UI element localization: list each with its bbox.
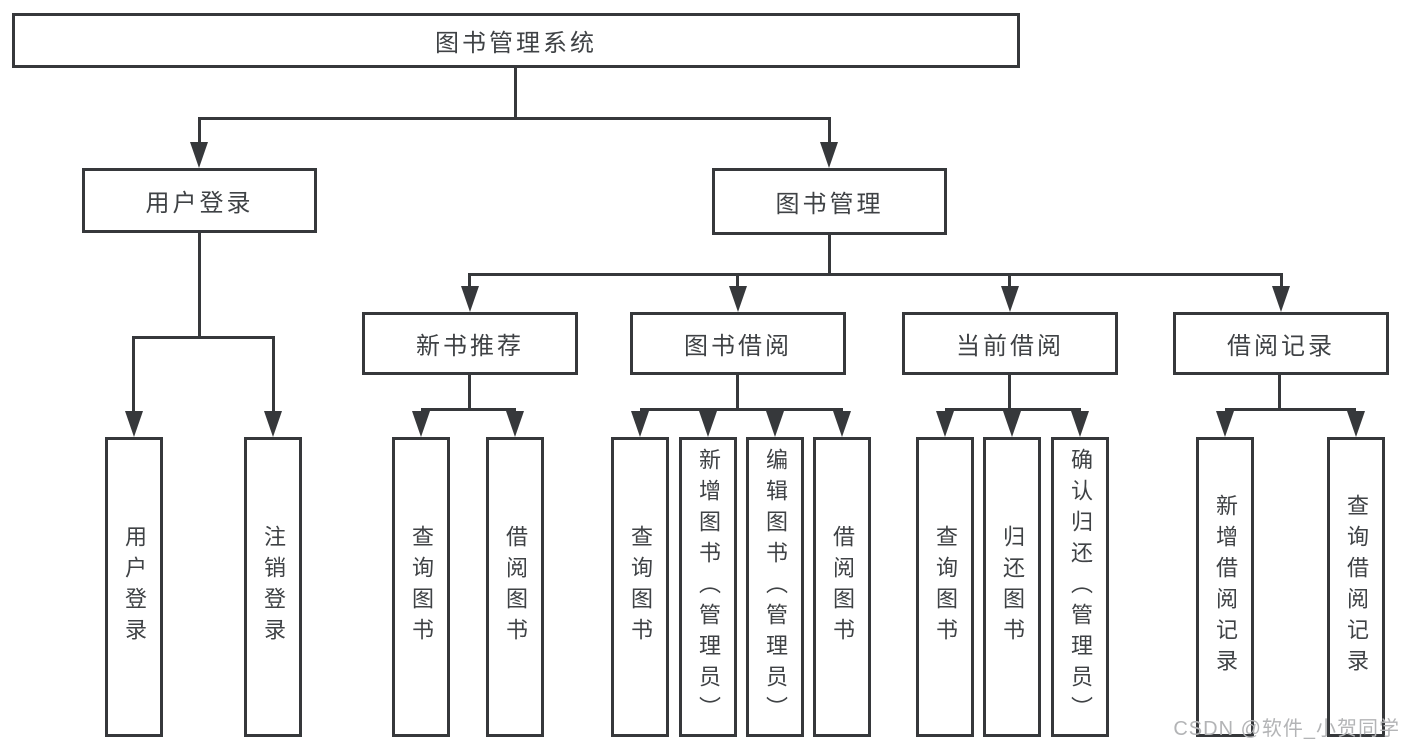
leaf-label: 借阅图书 <box>830 525 855 649</box>
node-leaf-confirm-return-admin: 确认归还（管理员） <box>1051 437 1109 737</box>
node-leaf-borrow-books-recommend: 借阅图书 <box>486 437 544 737</box>
node-leaf-edit-books-admin: 编辑图书（管理员） <box>746 437 804 737</box>
connector-vline <box>736 375 739 411</box>
connector-vline <box>1008 273 1011 287</box>
connector-hline <box>945 408 1081 411</box>
node-book-management: 图书管理 <box>712 168 947 235</box>
connector-arrowhead <box>766 411 784 437</box>
connector-arrowhead <box>412 411 430 437</box>
connector-hline <box>421 408 516 411</box>
leaf-label: 查询借阅记录 <box>1344 494 1369 680</box>
connector-arrowhead <box>1071 411 1089 437</box>
connector-arrowhead <box>190 142 208 168</box>
connector-arrowhead <box>264 411 282 437</box>
node-leaf-query-books-borrowing: 查询图书 <box>611 437 669 737</box>
leaf-label: 查询图书 <box>628 525 653 649</box>
connector-arrowhead <box>820 142 838 168</box>
connector-vline <box>198 233 201 339</box>
node-leaf-query-books-recommend: 查询图书 <box>392 437 450 737</box>
leaf-label: 归还图书 <box>1000 525 1025 649</box>
watermark: CSDN @软件_小贺同学 <box>1173 718 1400 740</box>
connector-vline <box>1280 273 1283 287</box>
connector-vline <box>468 375 471 411</box>
leaf-label: 注销登录 <box>261 525 286 649</box>
connector-arrowhead <box>936 411 954 437</box>
connector-vline <box>514 68 517 120</box>
node-new-book-recommendation: 新书推荐 <box>362 312 578 375</box>
connector-vline <box>1008 375 1011 411</box>
connector-arrowhead <box>729 286 747 312</box>
node-book-borrowing: 图书借阅 <box>630 312 846 375</box>
connector-vline <box>132 336 135 412</box>
leaf-label: 借阅图书 <box>503 525 528 649</box>
connector-vline <box>828 235 831 276</box>
leaf-label: 查询图书 <box>933 525 958 649</box>
node-leaf-query-borrow-record: 查询借阅记录 <box>1327 437 1385 737</box>
leaf-label: 编辑图书（管理员） <box>763 447 788 727</box>
node-leaf-user-login: 用户登录 <box>105 437 163 737</box>
connector-vline <box>468 273 471 287</box>
connector-arrowhead <box>1003 411 1021 437</box>
leaf-label: 确认归还（管理员） <box>1068 447 1093 727</box>
node-leaf-return-books: 归还图书 <box>983 437 1041 737</box>
connector-arrowhead <box>506 411 524 437</box>
node-leaf-add-borrow-record: 新增借阅记录 <box>1196 437 1254 737</box>
connector-vline <box>828 117 831 144</box>
node-leaf-logout: 注销登录 <box>244 437 302 737</box>
connector-arrowhead <box>1216 411 1234 437</box>
leaf-label: 用户登录 <box>122 525 147 649</box>
connector-arrowhead <box>461 286 479 312</box>
leaf-label: 新增借阅记录 <box>1213 494 1238 680</box>
connector-hline <box>1225 408 1356 411</box>
connector-vline <box>1278 375 1281 411</box>
connector-vline <box>736 273 739 287</box>
leaf-label: 查询图书 <box>409 525 434 649</box>
connector-arrowhead <box>1272 286 1290 312</box>
node-library-management-system: 图书管理系统 <box>12 13 1020 68</box>
connector-arrowhead <box>833 411 851 437</box>
connector-hline <box>640 408 843 411</box>
connector-vline <box>198 117 201 144</box>
node-user-login: 用户登录 <box>82 168 317 233</box>
connector-arrowhead <box>699 411 717 437</box>
connector-arrowhead <box>125 411 143 437</box>
connector-hline <box>198 117 831 120</box>
leaf-label: 新增图书（管理员） <box>696 447 721 727</box>
node-leaf-query-books-current: 查询图书 <box>916 437 974 737</box>
connector-arrowhead <box>1001 286 1019 312</box>
connector-arrowhead <box>1347 411 1365 437</box>
connector-hline <box>470 273 1282 276</box>
node-leaf-add-books-admin: 新增图书（管理员） <box>679 437 737 737</box>
connector-vline <box>272 336 275 412</box>
node-leaf-borrow-books: 借阅图书 <box>813 437 871 737</box>
connector-arrowhead <box>631 411 649 437</box>
connector-hline <box>133 336 275 339</box>
node-borrowing-records: 借阅记录 <box>1173 312 1389 375</box>
node-current-borrowing: 当前借阅 <box>902 312 1118 375</box>
